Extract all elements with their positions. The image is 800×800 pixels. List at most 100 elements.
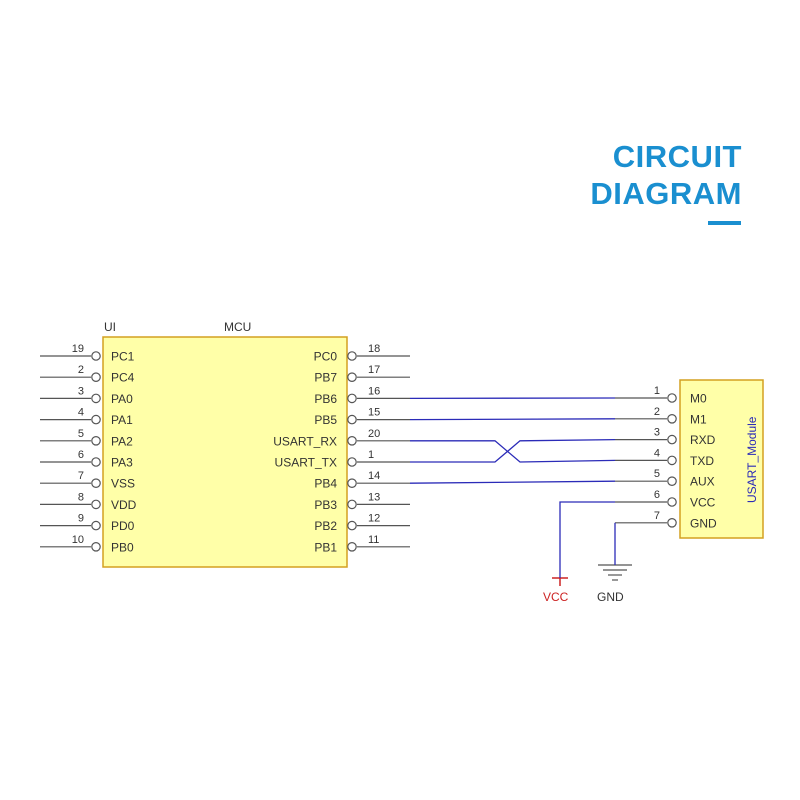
mcu-right-pin-name: PB4 xyxy=(314,477,337,491)
pin-connector xyxy=(667,455,677,466)
mcu-left-pin-number: 9 xyxy=(78,513,84,525)
mcu-left-pin-number: 2 xyxy=(78,364,84,376)
pin-connector xyxy=(347,457,357,467)
mcu-right-pin-number: 11 xyxy=(368,534,379,546)
mcu-right-pin-name: PB7 xyxy=(314,371,337,385)
pin-connector xyxy=(91,435,101,446)
pin-connector xyxy=(347,520,357,531)
mcu-left-pin-name: PA2 xyxy=(111,434,133,448)
mcu-right-pin-name: USART_RX xyxy=(273,434,337,448)
pin-connector xyxy=(347,351,357,361)
pin-connector xyxy=(667,413,677,424)
pin-connector xyxy=(91,414,101,425)
pin-connector xyxy=(91,520,101,531)
title-line-1: CIRCUIT xyxy=(612,139,742,174)
pin-connector xyxy=(91,351,101,361)
mcu-right-pin-name: PB3 xyxy=(314,498,337,512)
mcu-right-pin-name: PB6 xyxy=(314,392,337,406)
mcu-right-pin-name: PB5 xyxy=(314,413,337,427)
mcu-left-pin-number: 8 xyxy=(78,491,84,503)
mcu-right-pin-name: PB2 xyxy=(314,519,337,533)
mcu-left-pin-number: 7 xyxy=(78,470,84,482)
mcu-left-pin-name: PA0 xyxy=(111,392,133,406)
diagram-title: CIRCUIT DIAGRAM xyxy=(590,138,742,212)
pin-connector xyxy=(347,414,357,425)
mcu-left-pin-name: PD0 xyxy=(111,519,135,533)
module-pin-name: VCC xyxy=(690,496,716,510)
pin-connector xyxy=(347,393,357,404)
mcu-right-pin-number: 20 xyxy=(368,428,380,440)
mcu-left-pin-number: 19 xyxy=(72,343,84,355)
module-pin-number: 4 xyxy=(654,447,660,459)
module-pin-name: TXD xyxy=(690,454,714,468)
module-pin-name: GND xyxy=(690,516,717,530)
mcu-right-pin-name: PC0 xyxy=(314,350,338,364)
mcu-left-pin-name: PA3 xyxy=(111,456,133,470)
gnd-label: GND xyxy=(597,590,624,604)
mcu-right-pin-number: 14 xyxy=(368,470,380,482)
mcu-right-pin-number: 15 xyxy=(368,407,380,419)
mcu-right-pin-number: 13 xyxy=(368,491,380,503)
mcu-left-pin-number: 4 xyxy=(78,407,84,419)
module-pin-number: 5 xyxy=(654,468,660,480)
module-pin-number: 2 xyxy=(654,406,660,418)
title-underline xyxy=(708,221,741,225)
mcu-left-pin-name: PB0 xyxy=(111,540,134,554)
mcu-left-pin-name: VSS xyxy=(111,477,135,491)
module-pin-number: 1 xyxy=(654,385,660,397)
pin-connector xyxy=(667,434,677,445)
mcu-left-pin-number: 3 xyxy=(78,385,84,397)
mcu-left-pin-name: PC1 xyxy=(111,350,135,364)
module-name-label: USART_Module xyxy=(745,416,759,503)
title-line-2: DIAGRAM xyxy=(590,176,742,211)
pin-connector xyxy=(347,372,357,382)
mcu-right-pin-number: 1 xyxy=(368,449,374,461)
module-pin-name: RXD xyxy=(690,433,716,447)
vcc-symbol xyxy=(552,577,568,586)
mcu-left-pin-name: VDD xyxy=(111,498,137,512)
mcu-right-pin-name: PB1 xyxy=(314,540,337,554)
module-pin-number: 6 xyxy=(654,489,660,501)
pin-connector xyxy=(347,541,357,552)
mcu-left-pin-number: 10 xyxy=(72,534,84,546)
module-pin-name: M1 xyxy=(690,412,707,426)
wire-pb5-m1 xyxy=(409,418,616,421)
mcu-left-pin-number: 6 xyxy=(78,449,84,461)
mcu-body xyxy=(102,336,348,568)
pin-connector xyxy=(91,372,101,382)
pin-connector xyxy=(91,393,101,404)
mcu-name-label: MCU xyxy=(224,320,251,334)
mcu-ref-label: UI xyxy=(104,320,116,334)
pin-connector xyxy=(91,499,101,510)
module-body xyxy=(679,379,764,539)
mcu-left-pin-number: 5 xyxy=(78,428,84,440)
pin-connector xyxy=(91,457,101,467)
vcc-label: VCC xyxy=(543,590,569,604)
mcu-right-pin-number: 18 xyxy=(368,343,380,355)
wire-rx-txd xyxy=(410,440,616,463)
pin-connector xyxy=(667,497,677,507)
wire-tx-rxd xyxy=(410,438,616,463)
mcu-left-pin-name: PA1 xyxy=(111,413,133,427)
module-pin-name: AUX xyxy=(690,475,715,489)
pin-connector xyxy=(347,499,357,510)
pin-connector xyxy=(667,517,677,528)
pin-connector xyxy=(667,476,677,486)
mcu-right-pin-number: 12 xyxy=(368,513,380,525)
pin-connector xyxy=(347,435,357,446)
pin-connector xyxy=(667,393,677,403)
pin-connector xyxy=(91,541,101,552)
pin-connector xyxy=(347,478,357,488)
module-pin-name: M0 xyxy=(690,392,707,406)
wire-vcc xyxy=(559,501,615,578)
pin-connector xyxy=(91,478,101,488)
module-pin-number: 7 xyxy=(654,510,660,522)
mcu-right-pin-number: 17 xyxy=(368,364,380,376)
mcu-left-pin-name: PC4 xyxy=(111,371,135,385)
module-pin-number: 3 xyxy=(654,427,660,439)
ground-symbol xyxy=(598,564,632,581)
wire-pb4-aux xyxy=(409,480,616,484)
mcu-right-pin-name: USART_TX xyxy=(275,456,337,470)
mcu-right-pin-number: 16 xyxy=(368,385,380,397)
